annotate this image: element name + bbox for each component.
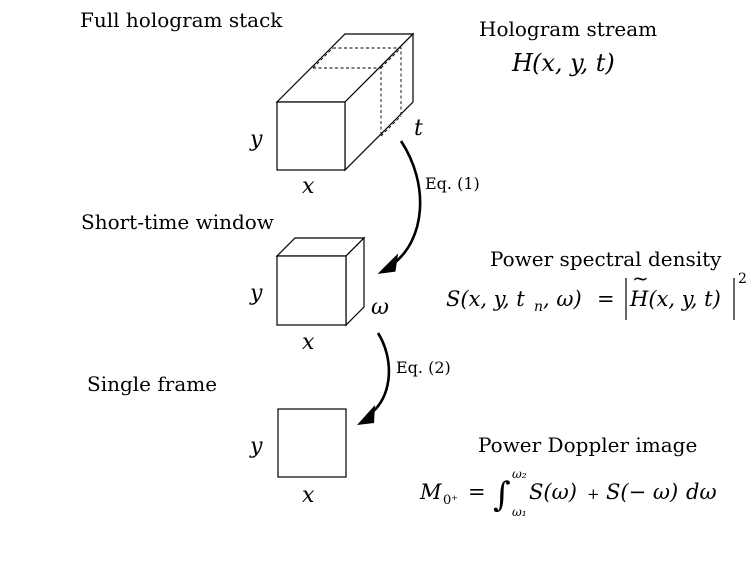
cube-front-face [276,255,347,326]
hologram-stream-heading: Hologram stream [479,17,657,41]
doppler-formula: M 0⁺ = ∫ ω₂ ω₁ S(ω) + S(− ω) dω [419,467,717,519]
window-cube [275,236,366,327]
psd-equals: = [597,287,615,311]
arrow-eq2-shaft [369,332,391,416]
psd-formula: S(x, y, t n , ω) = ~ H(x, y, t) 2 [446,266,747,320]
stack-dashed-slice-top-left [312,47,334,69]
stack-y-label: y [249,127,263,152]
doppler-differential: dω [686,480,717,504]
eq2-label: Eq. (2) [396,358,451,377]
stack-front-face [276,101,346,171]
psd-rhs: H(x, y, t) [629,287,721,311]
doppler-term1: S(ω) [529,480,577,504]
short-time-window-heading: Short-time window [81,210,274,234]
arrow-eq2 [357,332,391,425]
cube-y-label: y [249,281,263,306]
arrow-eq1 [377,140,422,274]
arrow-eq2-head [357,405,375,425]
psd-exponent: 2 [738,271,747,287]
doppler-upper-limit: ω₂ [512,467,527,481]
stream-symbol: H [511,49,534,77]
doppler-equals: = [468,480,486,504]
psd-heading: Power spectral density [490,247,722,271]
doppler-integral: ∫ [493,475,511,515]
psd-lhs-tail: , ω) [543,287,582,311]
eq1-label: Eq. (1) [425,174,480,193]
frame-y-label: y [249,434,263,459]
stream-formula: H (x, y, t) [511,49,615,77]
stack-x-label: x [302,174,315,199]
single-frame-heading: Single frame [87,372,217,396]
cube-x-label: x [302,330,315,355]
psd-lhs-sub: n [534,299,543,315]
arrow-eq1-shaft [392,140,422,266]
full-stack-box [275,32,415,172]
psd-lhs: S(x, y, t [446,287,525,311]
doppler-term2: S(− ω) [606,480,678,504]
arrow-eq1-head [377,253,399,274]
frame-x-label: x [302,483,315,508]
full-stack-heading: Full hologram stack [80,8,283,32]
single-frame-square [277,408,347,478]
doppler-lhs-sub: 0⁺ [443,493,458,508]
psd-tilde: ~ [632,266,649,290]
cube-omega-label: ω [371,295,389,320]
doppler-plus: + [587,485,600,503]
doppler-lower-limit: ω₁ [512,505,527,519]
power-doppler-heading: Power Doppler image [478,433,697,457]
stack-dashed-slice-top-right [380,47,402,69]
doppler-lhs: M [419,480,442,504]
stack-t-label: t [414,116,423,141]
stream-args: (x, y, t) [532,49,615,77]
stack-dashed-slice-bottom [380,115,402,137]
